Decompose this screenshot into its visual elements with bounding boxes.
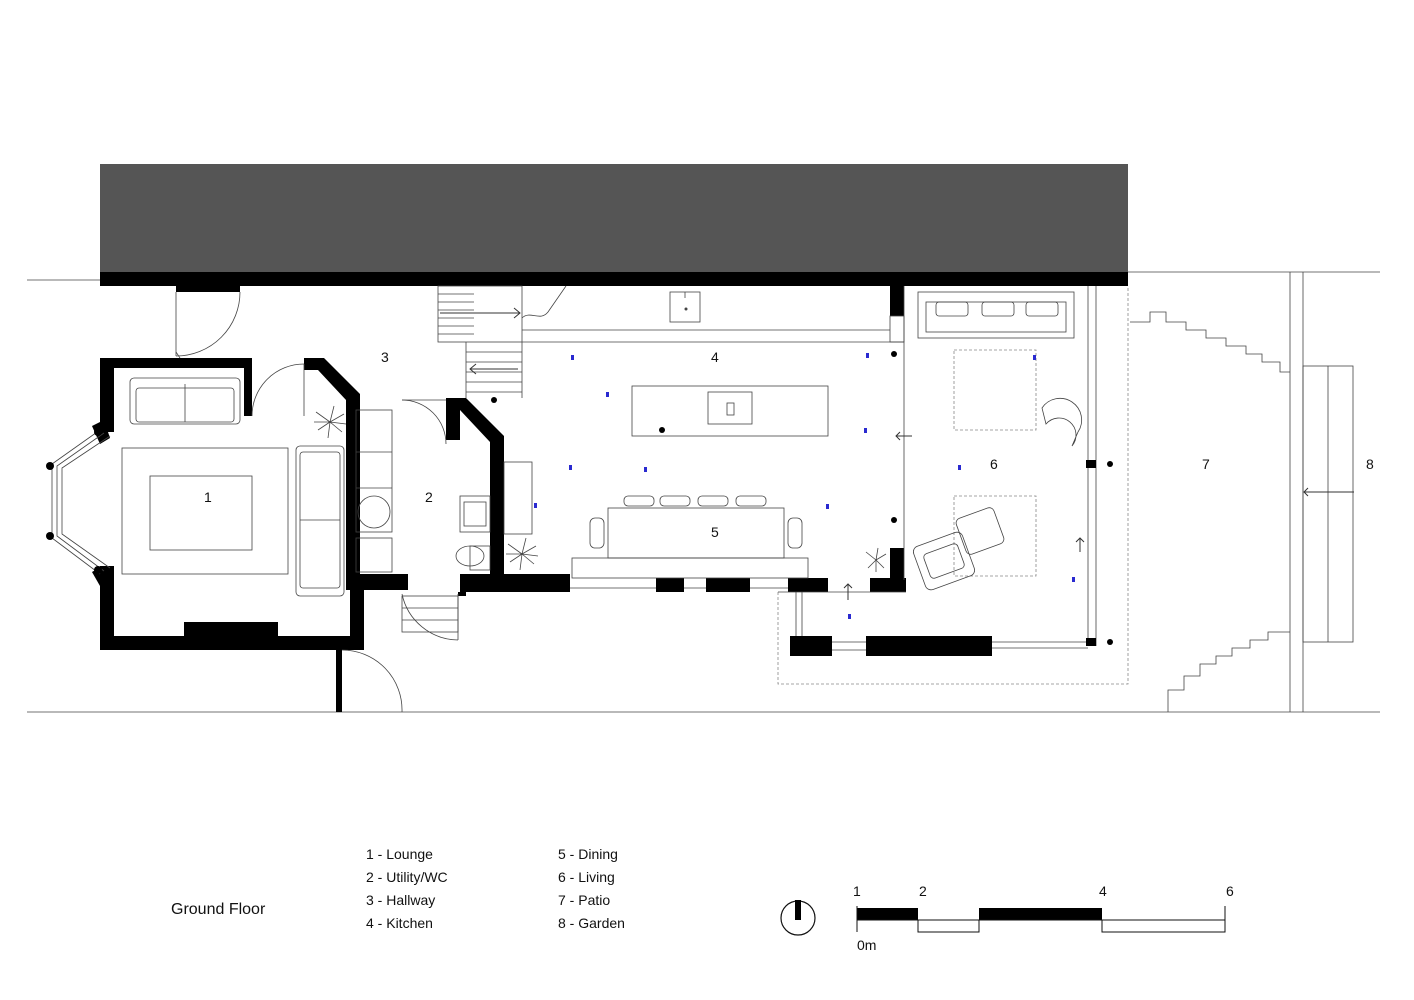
north-arrow-icon — [780, 900, 816, 936]
legend-item-6: 6 - Living — [558, 869, 615, 885]
scale-label-zero: 0m — [857, 937, 876, 953]
structural-posts — [491, 279, 1113, 646]
drawing-title: Ground Floor — [171, 901, 266, 918]
scale-label-6: 6 — [1226, 883, 1234, 899]
legend-item-1: 1 - Lounge — [366, 846, 433, 862]
front-steps — [401, 595, 459, 633]
legend: 1 - Lounge 2 - Utility/WC 3 - Hallway 4 … — [366, 846, 625, 931]
doors — [175, 291, 459, 713]
room-label-8: 8 — [1366, 456, 1374, 472]
scale-label-2: 2 — [919, 883, 927, 899]
bay-window — [46, 428, 111, 575]
room-label-7: 7 — [1202, 456, 1210, 472]
room-label-6: 6 — [990, 456, 998, 472]
scale-label-1: 1 — [853, 883, 861, 899]
kitchen-fittings — [503, 291, 829, 535]
scale-label-4: 4 — [1099, 883, 1107, 899]
legend-item-5: 5 - Dining — [558, 846, 618, 862]
flow-arrows — [843, 431, 1354, 600]
room-label-2: 2 — [425, 489, 433, 505]
plants — [314, 405, 887, 572]
walls — [92, 272, 1128, 712]
legend-item-2: 2 - Utility/WC — [366, 869, 448, 885]
legend-item-3: 3 - Hallway — [366, 892, 435, 908]
room-label-5: 5 — [711, 524, 719, 540]
dining-furniture — [571, 495, 809, 579]
scale-bar: 1 2 4 6 0m — [853, 883, 1234, 953]
staircase — [437, 285, 890, 398]
legend-item-4: 4 - Kitchen — [366, 915, 433, 931]
room-label-3: 3 — [381, 349, 389, 365]
room-label-4: 4 — [711, 349, 719, 365]
legend-item-8: 8 - Garden — [558, 915, 625, 931]
utility-fittings — [355, 409, 491, 573]
patio-steps — [1130, 311, 1354, 712]
extension-outline — [570, 286, 1129, 685]
downlights — [534, 353, 1075, 619]
legend-item-7: 7 - Patio — [558, 892, 610, 908]
room-label-1: 1 — [204, 489, 212, 505]
neighbour-roof — [100, 164, 1128, 274]
lounge-furniture — [121, 377, 345, 597]
